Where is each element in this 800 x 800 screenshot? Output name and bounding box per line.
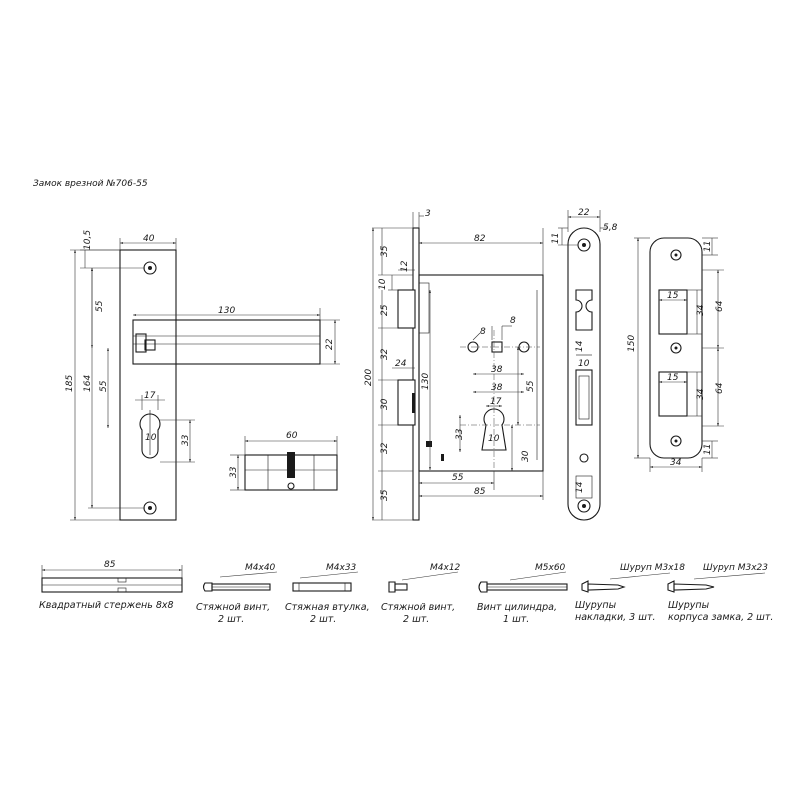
part-7-caption-1: Шурупы [668,600,710,611]
dim-24: 24 [395,359,407,369]
dim-depth-82: 82 [474,234,486,244]
part-1-caption: Квадратный стержень 8х8 [39,600,174,611]
dim-30-right: 30 [521,450,531,462]
part-square-spindle: 85 Квадратный стержень 8х8 [39,560,183,611]
part-4-caption-1: Стяжной винт, [381,602,455,613]
dim-strike-11-bottom: 11 [703,444,713,455]
dim-130: 130 [421,373,431,390]
dim-185: 185 [65,375,75,392]
dim-faceplate-58: 5,8 [603,223,618,233]
part-2-caption-1: Стяжной винт, [196,602,270,613]
dim-85: 85 [474,487,486,497]
part-5-caption-2: 1 шт. [503,614,529,625]
dim-strike-64a: 64 [715,300,725,312]
dim-55-vertical: 55 [526,380,536,392]
dim-keyhole-radius: 10 [145,433,157,443]
dim-cylinder-height: 33 [229,466,239,478]
dim-strike-150: 150 [627,335,637,352]
dim-200: 200 [364,369,374,386]
drawing-title: Замок врезной №706-55 [33,179,148,189]
parts-list: 85 Квадратный стержень 8х8 М4х40 Стяжной… [39,560,773,625]
dim-55-horizontal: 55 [452,473,464,483]
dim-33: 33 [455,428,465,440]
dim-30-left: 30 [380,398,390,410]
part-m4x33-sleeve: М4х33 Стяжная втулка, 2 шт. [285,563,370,625]
part-6-caption-2: накладки, 3 шт. [575,612,656,623]
faceplate-view: 22 5,8 11 14 10 14 [551,208,618,521]
dim-strike-64b: 64 [715,382,725,394]
dim-faceplate-11: 11 [551,233,561,244]
part-3-dim: М4х33 [326,563,357,573]
dim-keyhole-height: 33 [181,434,191,446]
handle-view: 40 10,5 55 185 164 55 130 22 17 10 33 [65,230,340,521]
dim-38-lower: 38 [491,383,503,393]
part-3-caption-2: 2 шт. [310,614,336,625]
part-1-dim: 85 [104,560,116,570]
strike-plate-view: 11 15 34 64 150 15 34 64 11 34 [627,237,725,472]
dim-32-upper: 32 [380,348,390,360]
dim-faceplate-10: 10 [578,359,590,369]
dim-cylinder-length: 60 [286,431,298,441]
dim-35-bottom: 35 [380,489,390,501]
dim-8b: 8 [510,316,516,326]
part-2-dim: М4х40 [245,563,276,573]
part-m3x23-screw: Шуруп М3х23 Шурупы корпуса замка, 2 шт. [667,563,773,623]
dim-strike-15a: 15 [667,291,679,301]
dim-strike-15b: 15 [667,373,679,383]
dim-35-top: 35 [380,245,390,257]
dim-face-thickness: 3 [425,209,431,219]
dim-faceplate-22: 22 [578,208,590,218]
part-m4x12-screw: М4х12 Стяжной винт, 2 шт. [381,563,461,625]
dim-25: 25 [380,304,390,316]
part-m5x60-screw: М5х60 Винт цилиндра, 1 шт. [477,563,568,625]
dim-strike-34-width: 34 [670,458,682,468]
cylinder-view: 60 33 [229,431,338,491]
dim-strike-11-top: 11 [703,241,713,252]
dim-strike-34b: 34 [696,388,706,400]
part-2-caption-2: 2 шт. [218,614,244,625]
part-3-caption-1: Стяжная втулка, [285,602,370,613]
dim-164: 164 [83,375,93,392]
dim-55-upper: 55 [95,300,105,312]
dim-lever-height: 22 [325,338,335,350]
dim-17: 17 [490,397,502,407]
part-6-dim: Шуруп М3х18 [620,563,685,573]
dim-handle-width: 40 [143,234,155,244]
part-6-caption-1: Шурупы [575,600,617,611]
dim-32-lower: 32 [380,442,390,454]
dim-12: 12 [400,260,410,272]
part-4-dim: М4х12 [430,563,461,573]
dim-38-upper: 38 [491,365,503,375]
part-m4x40-screw: М4х40 Стяжной винт, 2 шт. [196,563,278,625]
part-m3x18-screw: Шуруп М3х18 Шурупы накладки, 3 шт. [575,563,685,623]
dim-keyhole-width: 17 [144,391,156,401]
part-7-dim: Шуруп М3х23 [703,563,768,573]
part-7-caption-2: корпуса замка, 2 шт. [668,612,773,623]
dim-10: 10 [378,278,388,290]
dim-8a: 8 [480,327,486,337]
part-5-dim: М5х60 [535,563,566,573]
dim-faceplate-14b: 14 [575,481,585,493]
dim-55-lower: 55 [99,380,109,392]
dim-top-offset: 10,5 [83,230,93,250]
dim-lever-length: 130 [218,306,235,316]
lockbody-view: 3 82 200 35 10 12 25 32 24 30 32 35 [364,209,544,521]
dim-10-keyhole: 10 [488,434,500,444]
part-5-caption-1: Винт цилиндра, [477,602,557,613]
dim-strike-34a: 34 [696,304,706,316]
part-4-caption-2: 2 шт. [403,614,429,625]
dim-faceplate-14a: 14 [575,340,585,352]
